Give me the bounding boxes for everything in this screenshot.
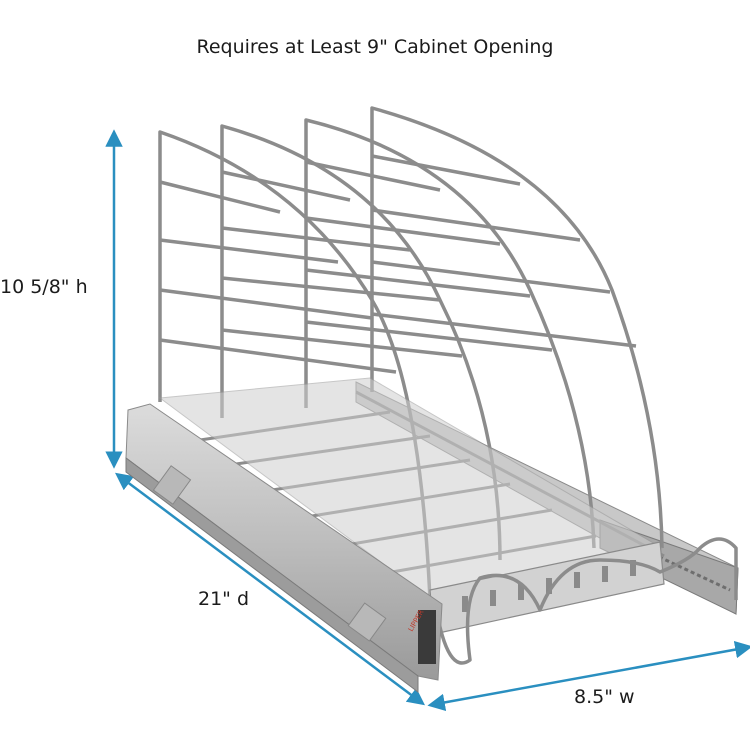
depth-arrow (115, 472, 425, 706)
width-arrow (427, 640, 750, 712)
wire-divider-4 (370, 106, 664, 549)
depth-dimension-label: 21" d (198, 588, 250, 610)
width-dimension-label: 8.5" w (574, 686, 635, 708)
front-handle-wire (434, 537, 738, 665)
slotted-base-strip (158, 377, 665, 635)
height-dimension-label: 10 5/8" h (0, 276, 88, 298)
front-slide-rail: LIPPER (125, 403, 443, 694)
cabinet-opening-caption: Requires at Least 9" Cabinet Opening (196, 36, 554, 58)
